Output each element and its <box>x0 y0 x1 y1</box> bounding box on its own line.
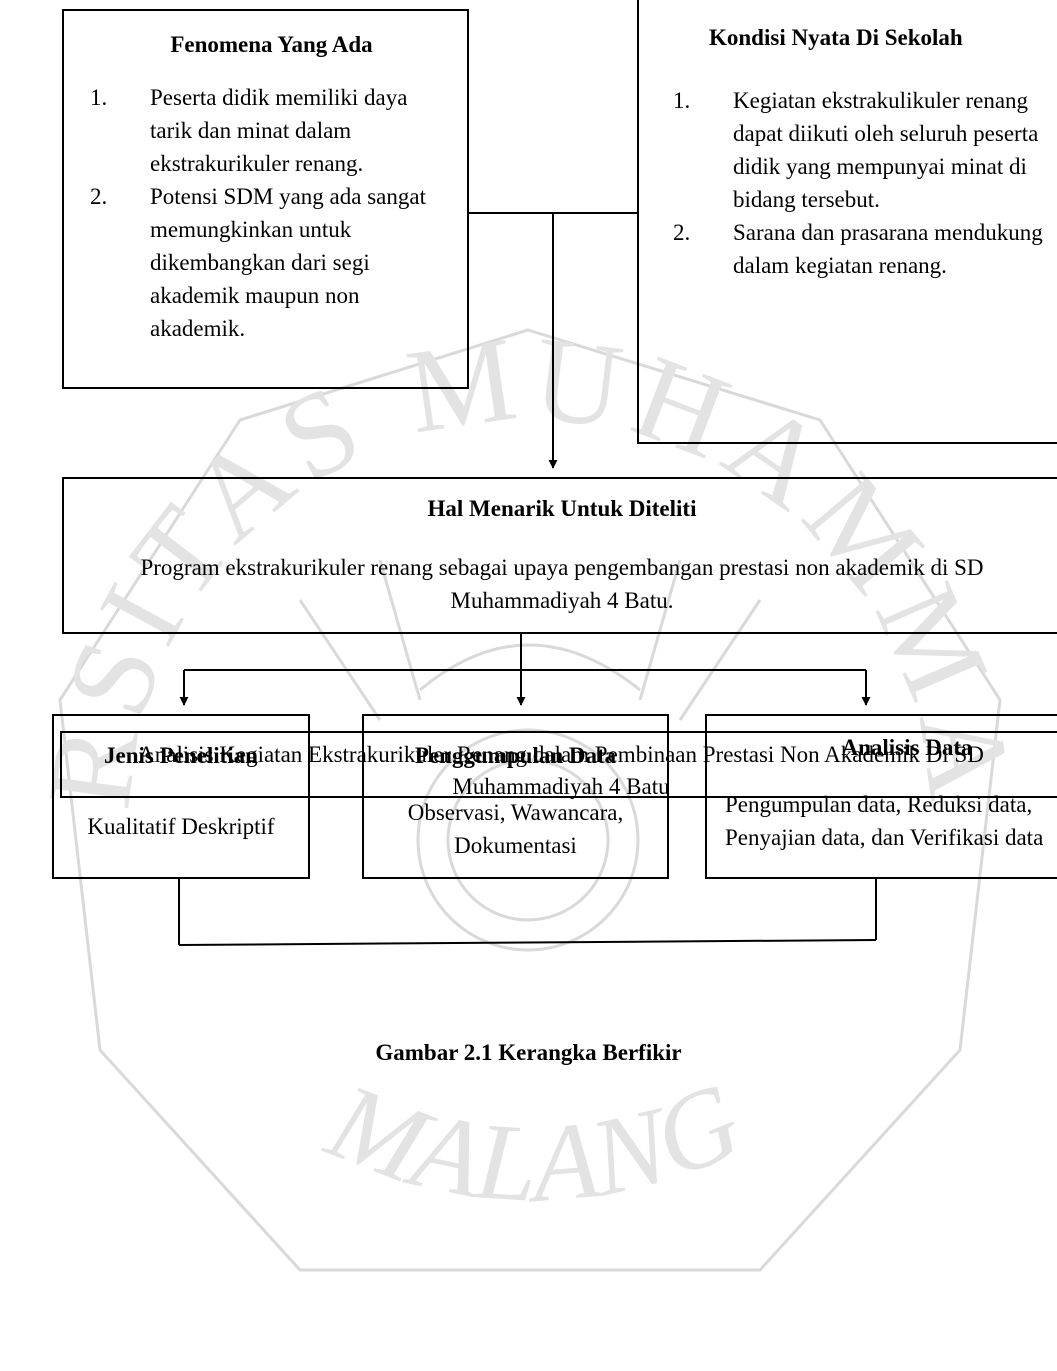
kondisi-item: 1. Kegiatan ekstrakulikuler renang dapat… <box>673 84 1051 216</box>
kondisi-list: 1. Kegiatan ekstrakulikuler renang dapat… <box>673 84 1051 282</box>
fenomena-item-number: 2. <box>90 184 108 209</box>
fenomena-list: 1. Peserta didik memiliki daya tarik dan… <box>90 81 453 345</box>
fenomena-item-text: Peserta didik memiliki daya tarik dan mi… <box>150 85 408 176</box>
analisis-title: Analisis Data <box>841 735 973 760</box>
jenis-text: Kualitatif Deskriptif <box>87 814 275 839</box>
pengumpulan-box: Penggumpulan Data Observasi, Wawancara, … <box>362 714 669 879</box>
pengumpulan-title: Penggumpulan Data <box>414 743 617 768</box>
fenomena-title: Fenomena Yang Ada <box>170 32 373 57</box>
kondisi-item-number: 2. <box>673 220 691 245</box>
hal-menarik-box: Hal Menarik Untuk Diteliti Program ekstr… <box>62 477 1057 634</box>
pengumpulan-text: Observasi, Wawancara, Dokumentasi <box>407 800 624 858</box>
hal-menarik-title: Hal Menarik Untuk Diteliti <box>427 496 697 521</box>
kondisi-item-number: 1. <box>673 88 691 113</box>
kondisi-item-text: Sarana dan prasarana mendukung dalam keg… <box>733 220 1043 278</box>
final-result-box <box>60 731 1057 798</box>
fenomena-item: 2. Potensi SDM yang ada sangat memungkin… <box>90 180 453 345</box>
kondisi-item-text: Kegiatan ekstrakulikuler renang dapat di… <box>733 88 1039 212</box>
figure-caption: Gambar 2.1 Kerangka Berfikir <box>375 1040 682 1065</box>
final-result-text: Analisis Kegiatan Ekstrakurikuler Renang… <box>138 742 984 799</box>
fenomena-item: 1. Peserta didik memiliki daya tarik dan… <box>90 81 453 180</box>
watermark-bottom-text: MALANG <box>311 1059 756 1226</box>
final-result-text-box: Analisis Kegiatan Ekstrakurikuler Renang… <box>60 731 1057 799</box>
jenis-title: Jenis Penelitian <box>104 743 258 768</box>
hal-menarik-text: Program ekstrakurikuler renang sebagai u… <box>140 555 984 613</box>
kondisi-item: 2. Sarana dan prasarana mendukung dalam … <box>673 216 1051 282</box>
fenomena-box: Fenomena Yang Ada 1. Peserta didik memil… <box>62 9 469 389</box>
fenomena-item-number: 1. <box>90 85 108 110</box>
kondisi-title: Kondisi Nyata Di Sekolah <box>709 25 963 50</box>
kondisi-box: Kondisi Nyata Di Sekolah 1. Kegiatan eks… <box>637 0 1057 444</box>
fenomena-item-text: Potensi SDM yang ada sangat memungkinkan… <box>150 184 426 341</box>
